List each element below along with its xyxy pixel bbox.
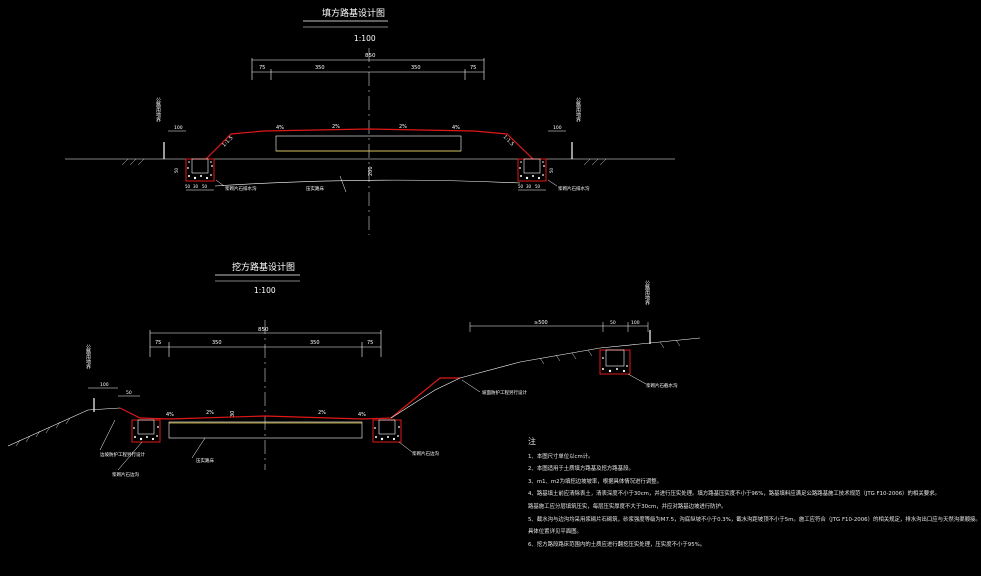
fill-label-ditch-left: 浆砌片石排水沟 — [225, 185, 257, 192]
cut-dim-right-small1: 50 — [610, 320, 616, 326]
fill-rditch-dim-3: 50 — [535, 184, 541, 189]
cut-cross-right: 2% — [318, 410, 326, 416]
cad-drawing: 填方路基设计图 1:100 850 75 350 350 75 4% 2% 2%… — [7, 7, 701, 478]
fill-dim-seg-1: 75 — [259, 65, 265, 71]
fill-dim-seg-2: 350 — [315, 65, 325, 71]
fill-title: 填方路基设计图 — [322, 7, 385, 19]
note-item-1: 1、本图尺寸单位以cm计。 — [528, 453, 594, 460]
cut-title: 挖方路基设计图 — [232, 261, 295, 273]
cut-depth: 30 — [230, 411, 236, 417]
cut-stake-right: 公路用地界 — [644, 280, 650, 306]
fill-label-ditch-right: 浆砌片石排水沟 — [558, 185, 590, 192]
note-item-2: 2、本图适用于土质填方路基及挖方路基段。 — [528, 466, 634, 473]
fill-section: 填方路基设计图 1:100 850 75 350 350 75 4% 2% 2%… — [65, 7, 675, 235]
fill-dim-seg-4: 75 — [470, 65, 476, 71]
cut-dim-seg-1: 75 — [155, 340, 161, 346]
note-item-4b: 路基施工应分层填筑压实，每层压实厚度不大于30cm，并应对路基边坡进行防护。 — [528, 503, 727, 510]
cut-label-ditch-right: 浆砌片石边沟 — [412, 450, 439, 457]
fill-label-base: 压实路床 — [306, 185, 324, 192]
drawing-canvas: 填方路基设计图 1:100 850 75 350 350 75 4% 2% 2%… — [7, 7, 981, 551]
note-item-5: 5、截水沟与边沟均采用浆砌片石砌筑，砂浆强度等级为M7.5，沟底纵坡不小于0.3… — [528, 516, 981, 523]
cut-stake-left: 公路用地界 — [85, 344, 91, 370]
note-item-3: 3、m1、m2为填挖边坡坡率，根据具体情况进行调整。 — [528, 478, 662, 485]
cut-grade-right: 4% — [358, 412, 366, 418]
cut-dim-right-top: ≥500 — [534, 320, 548, 326]
cut-label-base: 压实路床 — [196, 457, 214, 464]
cut-side-left2: 50 — [126, 390, 132, 396]
cut-dim-seg-2: 350 — [212, 340, 222, 346]
note-item-4: 4、路基填土前应清除表土，清表深度不小于30cm，并进行压实处理。填方路基压实度… — [528, 491, 940, 498]
fill-ditch-dim-4: 50 — [174, 167, 179, 173]
fill-side-right: 100 — [553, 125, 562, 131]
cut-scale: 1:100 — [254, 286, 276, 295]
cut-dim-seg-4: 75 — [367, 340, 373, 346]
fill-ditch-dim-3: 50 — [202, 184, 208, 189]
fill-slope-left: 1:1.5 — [221, 135, 234, 148]
notes-heading: 注 — [528, 437, 536, 446]
cut-label-slope-left: 边坡防护工程另行设计 — [100, 451, 145, 458]
fill-ditch-left: 50 30 50 50 浆砌片石排水沟 — [174, 158, 257, 192]
cut-dim-total: 850 — [258, 327, 269, 333]
cut-ditch-right — [372, 419, 402, 443]
fill-rditch-dim-2: 30 — [526, 184, 532, 189]
fill-scale: 1:100 — [354, 34, 376, 43]
cut-label-slope-right: 坡面防护工程另行设计 — [482, 389, 527, 396]
cut-label-intercept: 浆砌片石截水沟 — [646, 382, 678, 389]
cut-label-ditch-left: 浆砌片石边沟 — [112, 471, 139, 478]
fill-side-left: 100 — [174, 125, 183, 131]
cut-section: 挖方路基设计图 1:100 850 75 350 350 75 公路用地界 10… — [7, 261, 701, 478]
fill-grade-right: 4% — [452, 125, 460, 131]
cut-dim-seg-3: 350 — [310, 340, 320, 346]
cut-dim-right-small2: 100 — [631, 320, 640, 326]
fill-rditch-dim-4: 50 — [549, 167, 554, 173]
cut-cross-left: 2% — [206, 410, 214, 416]
fill-cross-left: 2% — [332, 124, 340, 130]
fill-ditch-dim-1: 50 — [185, 184, 191, 189]
fill-dim-total: 850 — [365, 53, 376, 59]
cut-side-left: 100 — [100, 382, 109, 388]
fill-cross-right: 2% — [399, 124, 407, 130]
note-item-6: 6、挖方路段路床范围内的土质应进行翻挖压实处理，压实度不小于95%。 — [528, 541, 706, 548]
notes-block: 注 1、本图尺寸单位以cm计。 2、本图适用于土质填方路基及挖方路基段。 3、m… — [528, 436, 981, 551]
fill-stake-left: 公路用地界 — [155, 97, 161, 123]
fill-ditch-right: 50 30 50 50 浆砌片石排水沟 — [517, 158, 590, 192]
fill-stake-right: 公路用地界 — [575, 97, 581, 123]
fill-rditch-dim-1: 50 — [518, 184, 524, 189]
cut-grade-left: 4% — [166, 412, 174, 418]
cut-intercept-ditch: 浆砌片石截水沟 — [599, 349, 678, 389]
note-item-5b: 具体位置详见平面图。 — [528, 529, 582, 536]
fill-ditch-dim-2: 30 — [193, 184, 199, 189]
cut-ditch-left — [131, 419, 161, 443]
fill-dim-seg-3: 350 — [411, 65, 421, 71]
fill-depth: 200 — [368, 166, 374, 176]
fill-grade-left: 4% — [276, 125, 284, 131]
fill-slope-right: 1:1.5 — [502, 134, 515, 147]
